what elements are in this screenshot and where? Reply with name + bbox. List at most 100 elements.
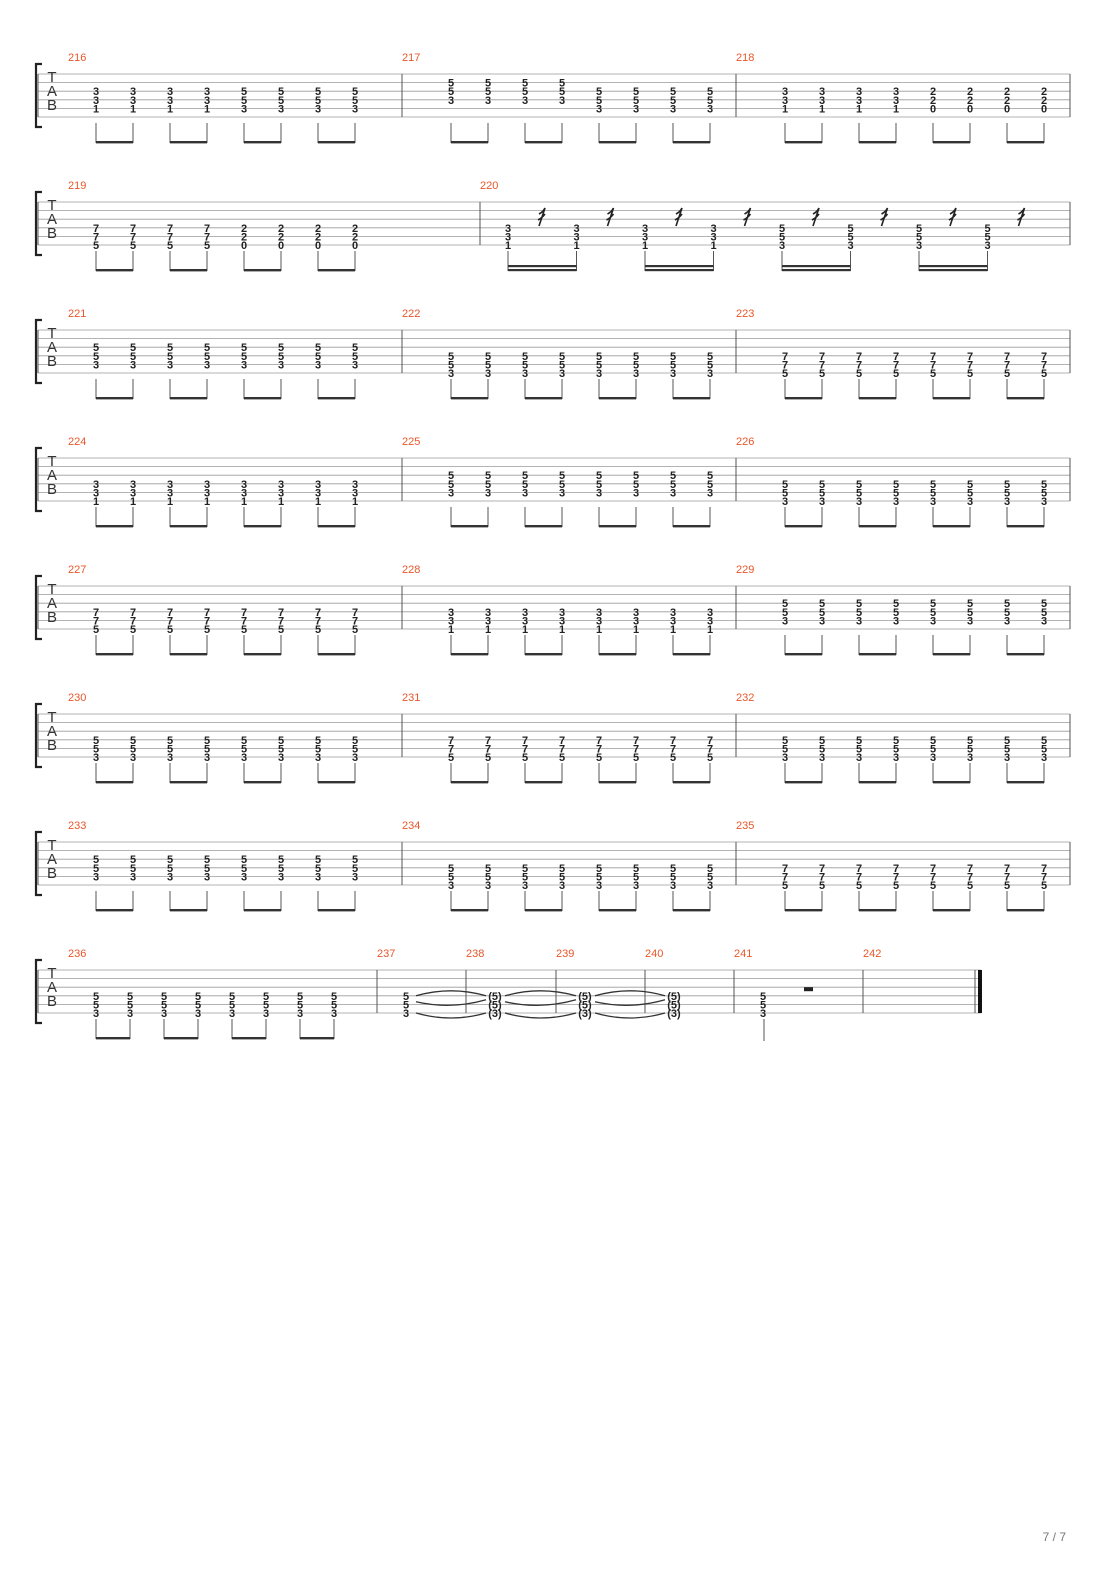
fret-number: 5 (352, 342, 358, 354)
fret-number: 5 (893, 487, 899, 499)
fret-number: 3 (167, 95, 173, 107)
fret-number: 5 (352, 854, 358, 866)
measure-number: 232 (736, 692, 754, 704)
fret-number: 3 (93, 1008, 99, 1020)
fret-number: 5 (782, 880, 788, 892)
fret-number: 2 (930, 86, 936, 98)
fret-number: 5 (707, 351, 713, 363)
beam (1007, 781, 1044, 784)
fret-number: 5 (315, 86, 321, 98)
fret-number: 7 (167, 615, 173, 627)
beam (232, 1037, 266, 1040)
beam (782, 265, 851, 268)
fret-number: 5 (448, 78, 454, 90)
system-bracket (34, 318, 42, 385)
beam (785, 781, 822, 784)
fret-number: 3 (782, 496, 788, 508)
fret-number: 5 (819, 880, 825, 892)
fret-number: 5 (760, 991, 766, 1003)
measure-number: 222 (402, 308, 420, 320)
fret-number: 5 (130, 735, 136, 747)
fret-number: 5 (633, 871, 639, 883)
fret-number: 7 (1004, 863, 1010, 875)
fret-number: 5 (278, 743, 284, 755)
fret-number: 2 (241, 231, 247, 243)
fret-number: 3 (161, 1008, 167, 1020)
beam (318, 269, 355, 272)
fret-number: 5 (856, 880, 862, 892)
fret-number: 7 (633, 743, 639, 755)
beam (673, 909, 710, 912)
fret-number: 5 (195, 991, 201, 1003)
fret-number: 7 (93, 607, 99, 619)
fret-number: 5 (559, 871, 565, 883)
sixteenth-rest (606, 207, 615, 227)
fret-number: 5 (161, 999, 167, 1011)
beam (785, 141, 822, 144)
fret-number: 7 (130, 223, 136, 235)
fret-number: 5 (559, 359, 565, 371)
fret-number: 3 (352, 103, 358, 115)
fret-number: 7 (522, 735, 528, 747)
fret-number: 3 (967, 615, 973, 627)
fret-number: 5 (779, 231, 785, 243)
fret-number: 3 (315, 359, 321, 371)
fret-number: 1 (573, 240, 579, 252)
fret-number: 3 (819, 86, 825, 98)
fret-number: 5 (819, 487, 825, 499)
fret-number: 5 (779, 223, 785, 235)
fret-number: 7 (819, 863, 825, 875)
fret-number: 3 (485, 368, 491, 380)
fret-number: 3 (707, 368, 713, 380)
fret-number: 3 (1004, 752, 1010, 764)
fret-number: 5 (522, 863, 528, 875)
beam (525, 653, 562, 656)
fret-number: 3 (642, 231, 648, 243)
fret-number: 3 (130, 359, 136, 371)
fret-number: 3 (893, 86, 899, 98)
fret-number: (5) (667, 999, 681, 1011)
fret-number: 5 (633, 351, 639, 363)
fret-number: 5 (331, 991, 337, 1003)
fret-number: 1 (559, 624, 565, 636)
fret-number: 5 (633, 95, 639, 107)
fret-number: 5 (315, 863, 321, 875)
fret-number: 1 (670, 624, 676, 636)
fret-number: 5 (559, 86, 565, 98)
fret-number: 3 (707, 607, 713, 619)
fret-number: 5 (167, 854, 173, 866)
beam (859, 653, 896, 656)
tab-clef-letter: B (47, 609, 57, 626)
fret-number: 5 (315, 351, 321, 363)
fret-number: 7 (856, 863, 862, 875)
fret-number: 5 (633, 359, 639, 371)
tab-clef-letter: A (47, 83, 57, 100)
fret-number: 5 (967, 598, 973, 610)
fret-number: 3 (856, 615, 862, 627)
beam (96, 909, 133, 912)
fret-number: 3 (278, 479, 284, 491)
fret-number: 3 (93, 359, 99, 371)
fret-number: 3 (573, 231, 579, 243)
fret-number: 5 (93, 863, 99, 875)
fret-number: 5 (559, 863, 565, 875)
fret-number: 7 (930, 359, 936, 371)
fret-number: 3 (167, 479, 173, 491)
fret-number: 0 (930, 103, 936, 115)
fret-number: 7 (782, 359, 788, 371)
fret-number: 3 (1004, 615, 1010, 627)
fret-number: 3 (315, 103, 321, 115)
fret-number: 5 (229, 991, 235, 1003)
measure-number: 223 (736, 308, 754, 320)
tab-clef-letter: T (47, 581, 56, 598)
fret-number: 5 (130, 863, 136, 875)
fret-number: 5 (596, 351, 602, 363)
fret-number: (5) (488, 991, 502, 1003)
fret-number: 3 (633, 487, 639, 499)
fret-number: 5 (893, 735, 899, 747)
fret-number: 3 (782, 95, 788, 107)
fret-number: 7 (782, 351, 788, 363)
measure-number: 231 (402, 692, 420, 704)
fret-number: 7 (893, 351, 899, 363)
beam (96, 269, 133, 272)
